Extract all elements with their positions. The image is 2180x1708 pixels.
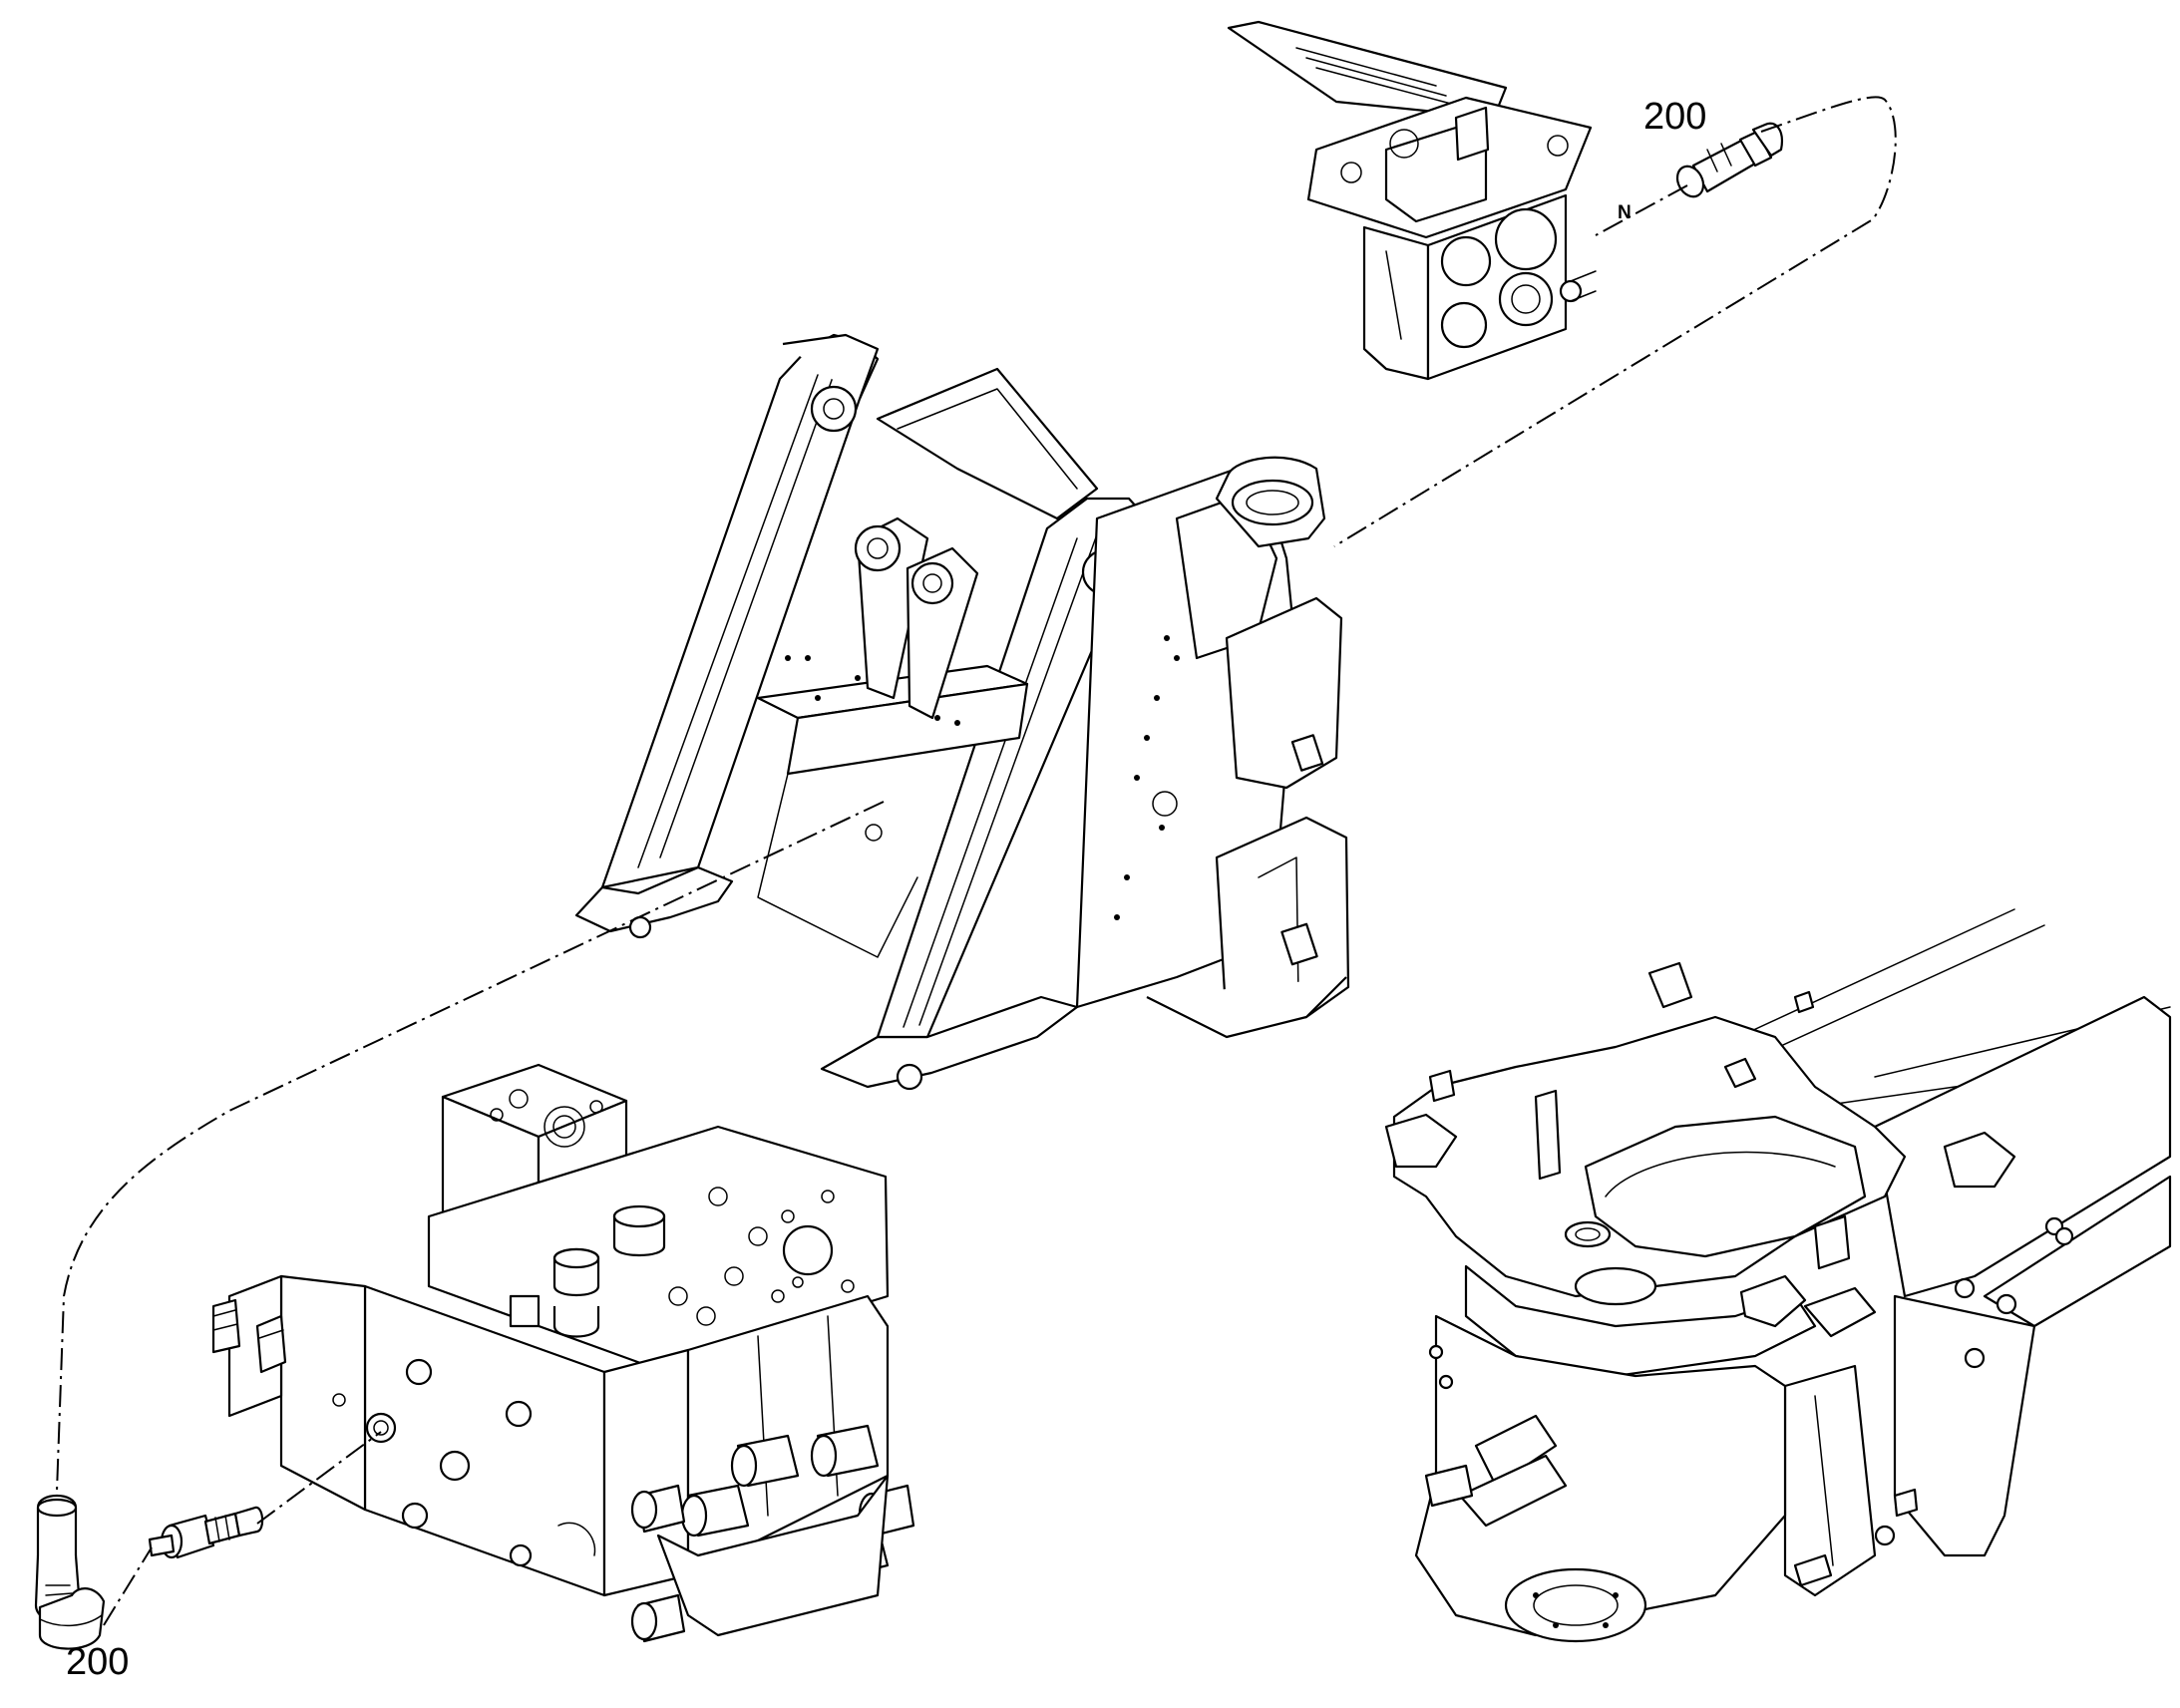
callout-bottom-part-number: 200 xyxy=(66,1641,130,1683)
callout-connector-marker: N xyxy=(1618,202,1632,223)
callout-top-part-number: 200 xyxy=(1643,96,1707,138)
connector-200-top[interactable] xyxy=(1672,122,1783,201)
adapter-fitting[interactable] xyxy=(148,1506,264,1559)
rear-chassis-frame[interactable] xyxy=(1384,908,2172,1643)
hydraulic-control-valve[interactable] xyxy=(211,1063,915,1643)
foot-pedal-valve[interactable] xyxy=(1227,20,1597,381)
connector-200-bottom[interactable] xyxy=(34,1495,106,1650)
loader-front-frame[interactable] xyxy=(574,333,1350,1091)
hose-routing-line xyxy=(56,96,1897,1626)
